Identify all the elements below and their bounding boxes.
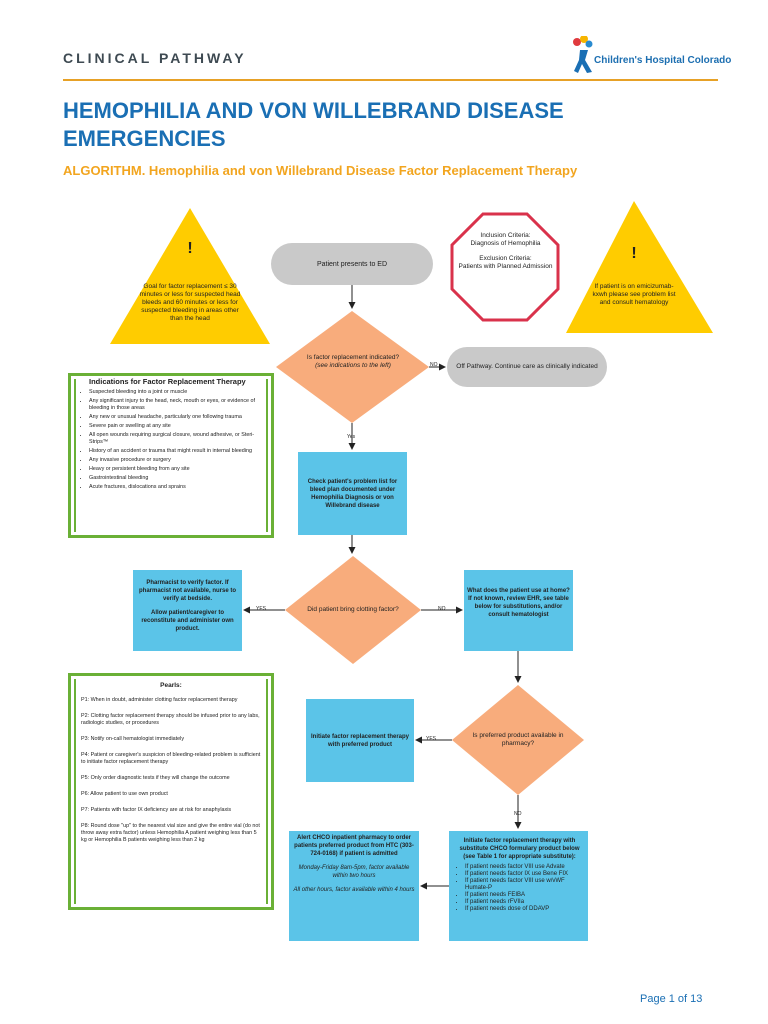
substitute-list: If patient needs factor VIII use Advate … [453, 864, 586, 913]
indication-item: All open wounds requiring surgical closu… [89, 432, 271, 446]
indications-heading: Indications for Factor Replacement Thera… [89, 377, 246, 386]
decision-q3-shape [452, 685, 584, 795]
what-home-box: What does the patient use at home? If no… [467, 588, 570, 618]
warning-right-text: If patient is on emicizumab-kxwh please … [592, 283, 676, 306]
initiate-preferred-shape [306, 699, 414, 782]
hospital-logo [573, 36, 593, 73]
check-list-shape [298, 452, 407, 535]
decision-q1: Is factor replacement indicated? (see in… [290, 354, 416, 370]
initiate-substitute-shape [449, 831, 588, 941]
alert-other-text: All other hours, factor available within… [293, 887, 415, 893]
indication-item: Heavy or persistent bleeding from any si… [89, 466, 271, 473]
warning-triangle-right [566, 201, 713, 333]
decision-q2: Did patient bring clotting factor? [307, 606, 399, 613]
start-terminal: Patient presents to ED [316, 260, 388, 268]
alert-chco-text: Alert CHCO inpatient pharmacy to order p… [294, 835, 414, 857]
indication-item: Suspected bleeding into a joint or muscl… [89, 389, 271, 396]
pharmacist-box: Pharmacist to verify factor. If pharmaci… [136, 579, 239, 633]
decision-q1-sub: (see indications to the left) [315, 362, 391, 369]
exclusion-text: Patients with Planned Admission [458, 263, 553, 270]
criteria-text: Inclusion Criteria: Diagnosis of Hemophi… [458, 232, 553, 271]
alert-chco-shape [289, 831, 419, 941]
alert-chco-box: Alert CHCO inpatient pharmacy to order p… [292, 834, 416, 894]
indication-item: Acute fractures, dislocations and sprain… [89, 484, 271, 491]
indication-item: Any new or unusual headache, particularl… [89, 414, 271, 421]
substitute-item: If patient needs factor VIII use w/vWF H… [465, 878, 586, 892]
pearl-item: P7: Patients with factor IX deficiency a… [81, 807, 232, 813]
pharmacist-text-1: Pharmacist to verify factor. If pharmaci… [138, 580, 237, 602]
warning-triangle-left [110, 208, 270, 344]
pearl-item: P4: Patient or caregiver's suspicion of … [81, 752, 261, 765]
indication-item: Any significant injury to the head, neck… [89, 398, 271, 412]
decision-q2-shape [285, 556, 421, 664]
pearl-item: P8: Round dose "up" to the nearest vial … [81, 823, 260, 843]
substitute-item: If patient needs FEIBA [465, 892, 586, 899]
substitute-item: If patient needs factor IX use Bene FIX [465, 871, 586, 878]
warning-right-mark: ! [631, 244, 637, 262]
page-subtitle: ALGORITHM. Hemophilia and von Willebrand… [63, 163, 578, 178]
inclusion-label: Inclusion Criteria: [480, 232, 531, 239]
pearl-item: P6: Allow patient to use own product [81, 791, 168, 797]
edge-label-no-q2: NO [438, 606, 446, 612]
pearls-heading: Pearls: [160, 682, 182, 689]
indication-item: History of an accident or trauma that mi… [89, 448, 271, 455]
substitute-item: If patient needs rFVIIa [465, 899, 586, 906]
alert-weekday-text: Monday-Friday 8am-5pm, factor available … [298, 865, 410, 879]
initiate-substitute-box: Initiate factor replacement therapy with… [453, 837, 586, 913]
page-number: Page 1 of 13 [640, 993, 703, 1005]
edge-label-no-q1: NO [430, 362, 438, 368]
decision-q3: Is preferred product available in pharma… [472, 732, 564, 747]
pearl-item: P1: When in doubt, administer clotting f… [81, 697, 238, 703]
header-label: CLINICAL PATHWAY [63, 50, 247, 66]
edge-label-yes-q2: YES [256, 606, 267, 612]
warning-left-mark: ! [187, 239, 193, 257]
indication-item: Any invasive procedure or surgery [89, 457, 271, 464]
off-pathway-shape [447, 347, 607, 387]
substitute-item: If patient needs factor VIII use Advate [465, 864, 586, 871]
off-pathway-terminal: Off Pathway. Continue care as clinically… [456, 363, 598, 370]
initiate-substitute-text: Initiate factor replacement therapy with… [459, 838, 580, 860]
pharmacist-text-2: Allow patient/caregiver to reconstitute … [141, 610, 234, 632]
criteria-octagon [450, 212, 560, 322]
page-title: HEMOPHILIA AND VON WILLEBRAND DISEASE EM… [63, 98, 564, 151]
indications-box: Indications for Factor Replacement Thera… [68, 373, 274, 538]
pearls-box: Pearls: P1: When in doubt, administer cl… [68, 673, 274, 910]
pharmacist-shape [133, 570, 242, 651]
initiate-preferred-box: Initiate factor replacement therapy with… [310, 733, 410, 748]
pearl-item: P2: Clotting factor replacement therapy … [81, 713, 260, 726]
edge-label-yes-q3: YES [426, 736, 437, 742]
indication-item: Gastrointestinal bleeding [89, 475, 271, 482]
decision-q1-shape [276, 311, 429, 423]
check-list-box: Check patient's problem list for bleed p… [307, 478, 398, 509]
indications-list: Suspected bleeding into a joint or muscl… [71, 389, 271, 491]
edge-label-no-q3: NO [514, 811, 522, 817]
warning-left-text: Goal for factor replacement ≤ 30 minutes… [139, 283, 241, 322]
decision-q1-label: Is factor replacement indicated? [306, 354, 400, 361]
inclusion-text: Diagnosis of Hemophilia [470, 240, 541, 247]
exclusion-label: Exclusion Criteria: [479, 255, 532, 262]
logo-text: Children's Hospital Colorado [594, 55, 732, 66]
indication-item: Severe pain or swelling at any site [89, 423, 271, 430]
header-divider [63, 79, 718, 81]
edge-label-yes-q1: Yes [347, 434, 356, 440]
pearl-item: P3: Notify on-call hematologist immediat… [81, 736, 185, 742]
substitute-item: If patient needs dose of DDAVP [465, 906, 586, 913]
what-home-shape [464, 570, 573, 651]
start-terminal-shape [271, 243, 433, 285]
pearl-item: P5: Only order diagnostic tests if they … [81, 775, 230, 781]
